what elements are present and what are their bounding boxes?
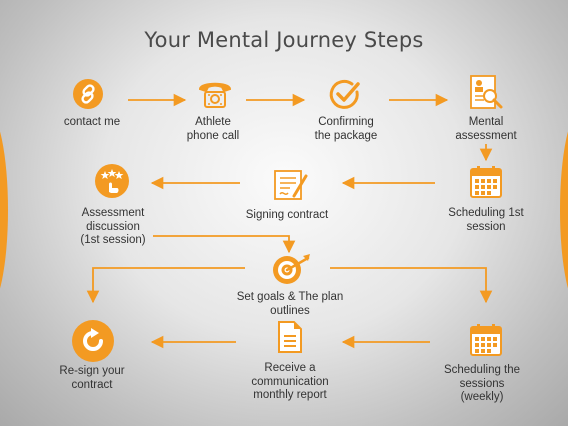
profile-search-icon (470, 75, 503, 109)
step-label-athlete: Athlete phone call (186, 116, 240, 142)
document-icon (278, 321, 302, 353)
arrow-goals-to-schedweekly (330, 267, 493, 304)
step-label-assess: Mental assessment (455, 116, 517, 142)
refresh-icon (72, 320, 114, 362)
left-edge-decoration (0, 110, 8, 310)
step-label-goals: Set goals & The plan outlines (236, 291, 344, 317)
contract-icon (274, 170, 308, 200)
calendar-weekly-icon (470, 324, 502, 356)
checkmark-circle-icon (329, 79, 360, 109)
calendar-icon (470, 166, 502, 198)
arrow-goals-to-resign (86, 267, 245, 304)
step-label-contact: contact me (63, 116, 121, 128)
step-label-resign: Re-sign your contract (59, 365, 125, 391)
page-title: Your Mental Journey Steps (144, 28, 424, 52)
step-label-schedweekly: Scheduling the sessions (weekly) (443, 364, 521, 403)
step-label-sign: Signing contract (245, 209, 329, 221)
telephone-icon (198, 82, 232, 108)
step-label-confirm: Confirming the package (314, 116, 378, 142)
arrow-discuss-to-goals (153, 235, 296, 254)
step-label-sched1: Scheduling 1st session (448, 207, 524, 233)
step-label-report: Receive a communication monthly report (251, 362, 329, 401)
step-label-discuss: Assessment discussion (1st session) (80, 207, 146, 246)
right-edge-decoration (560, 110, 568, 310)
link-icon (73, 79, 103, 109)
star-rating-icon (95, 164, 129, 198)
target-icon (273, 254, 310, 284)
